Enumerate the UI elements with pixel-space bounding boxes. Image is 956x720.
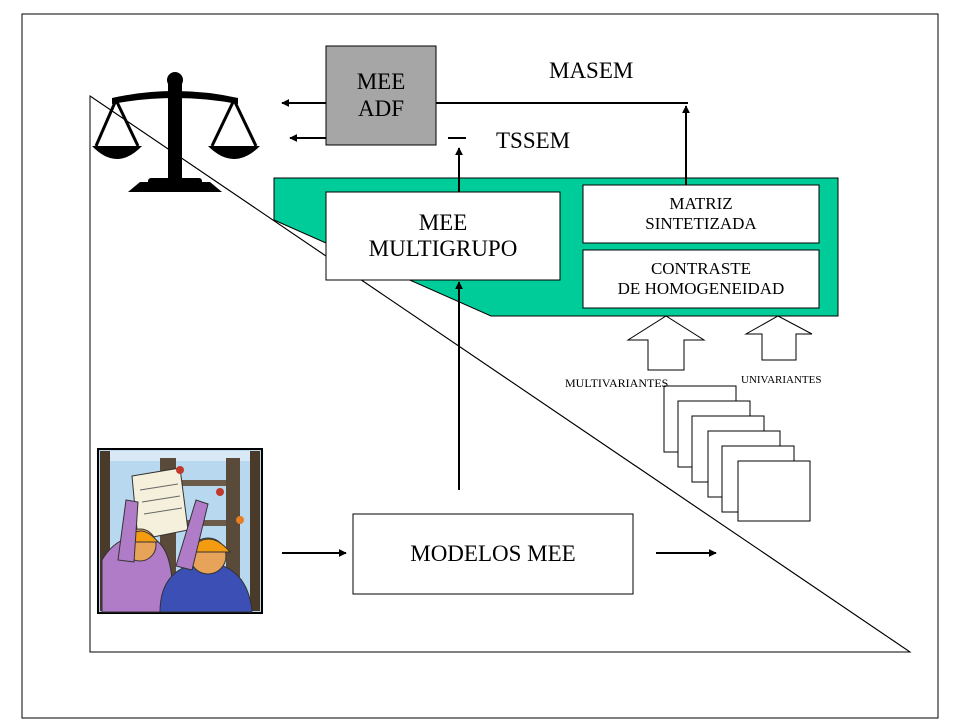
contraste-line2: DE HOMOGENEIDAD [617,279,785,298]
matriz-line1: MATRIZ [669,194,733,214]
mee-adf-line2: ADF [357,95,404,121]
mee-adf-line1: MEE [356,69,406,95]
stacked-matrices [663,385,811,522]
contraste-text: CONTRASTE DE HOMOGENEIDAD [583,250,819,308]
mee-multigrupo-text: MEE MULTIGRUPO [326,192,560,280]
modelos-mee-line1: MODELOS MEE [410,540,576,566]
balance-scale-icon [92,72,260,192]
contraste-box [582,249,820,309]
matriz-line2: SINTETIZADA [645,214,757,233]
mee-multigrupo-line2: MULTIGRUPO [368,236,518,261]
multivariantes-label: MULTIVARIANTES [565,376,669,390]
mee-adf-box [325,45,437,146]
triangle-hypotenuse [89,95,911,653]
modelos-mee-box [352,513,634,595]
univariantes-label: UNIVARIANTES [741,374,822,386]
mee-multigrupo-line1: MEE [418,209,468,235]
tssem-label: TSSEM [496,128,571,153]
mee-adf-text: MEE ADF [326,46,436,145]
modelos-mee-text: MODELOS MEE [353,514,633,594]
matriz-sintetizada-box [582,184,820,244]
block-arrow-univariantes [744,315,813,361]
mee-multigrupo-box [325,191,561,281]
masem-label: MASEM [549,58,634,83]
matriz-sintetizada-text: MATRIZ SINTETIZADA [583,185,819,243]
contraste-line1: CONTRASTE [650,259,752,279]
workers-clipart [97,448,263,614]
slide-frame [21,13,939,719]
block-arrow-multivariantes [626,315,706,371]
